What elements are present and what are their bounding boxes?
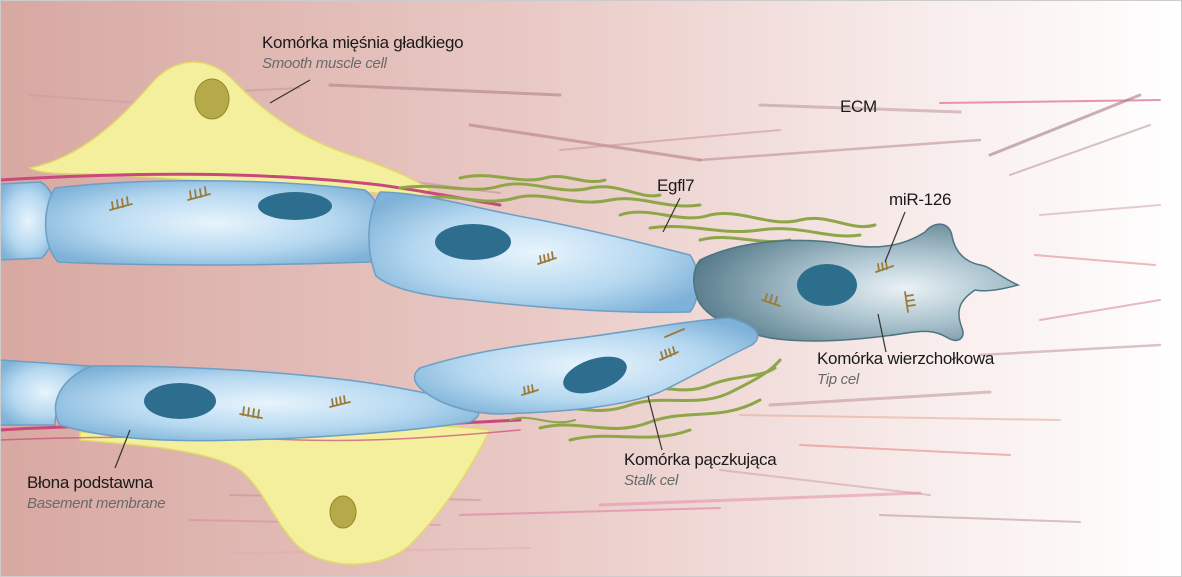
smooth-muscle-nucleus-upper <box>195 79 229 119</box>
label-stalk-cell: Komórka pączkująca <box>624 450 776 470</box>
smooth-muscle-nucleus-lower <box>330 496 356 528</box>
label-smooth-muscle-cell: Komórka mięśnia gładkiego <box>262 33 463 53</box>
endothelial-cell-upper-2 <box>46 181 382 265</box>
label-basement-membrane: Błona podstawna <box>27 473 153 493</box>
label-stalk-cell-en: Stalk cel <box>624 472 678 489</box>
nucleus-lower-2 <box>144 383 216 419</box>
label-smooth-muscle-cell-en: Smooth muscle cell <box>262 55 387 72</box>
label-egfl7: Egfl7 <box>657 176 694 196</box>
label-basement-membrane-en: Basement membrane <box>27 495 165 512</box>
nucleus-upper-3 <box>435 224 511 260</box>
label-tip-cell: Komórka wierzchołkowa <box>817 349 994 369</box>
label-tip-cell-en: Tip cel <box>817 371 859 388</box>
tip-cell-nucleus <box>797 264 857 306</box>
label-mir-126: miR-126 <box>889 190 951 210</box>
nucleus-upper-2 <box>258 192 332 220</box>
label-ecm: ECM <box>840 97 877 117</box>
